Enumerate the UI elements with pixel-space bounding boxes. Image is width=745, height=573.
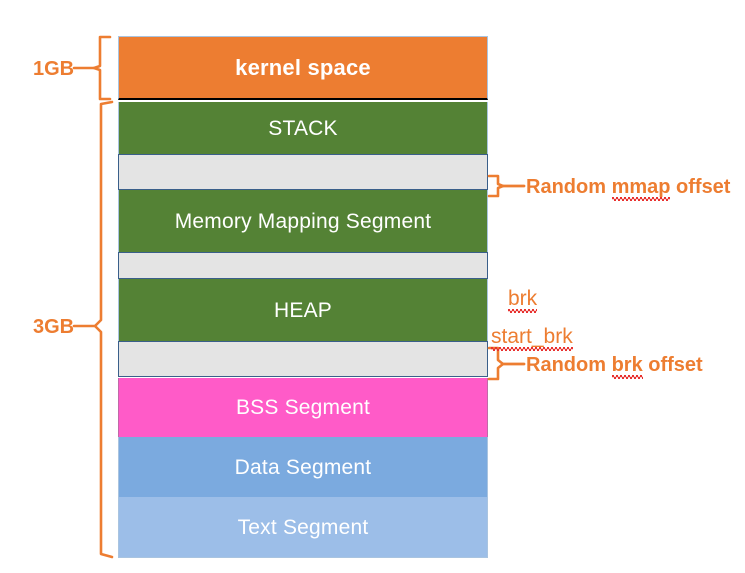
memory-block-text-segment: Text Segment bbox=[118, 497, 488, 558]
bracket-random-mmap-offset bbox=[487, 174, 526, 198]
memory-block-label: STACK bbox=[268, 116, 338, 140]
memory-block-label: kernel space bbox=[235, 54, 371, 80]
bracket-1gb bbox=[72, 35, 112, 101]
annotation-start-brk: start_brk bbox=[491, 325, 573, 351]
memory-block-label: Memory Mapping Segment bbox=[174, 209, 432, 233]
bracket-random-brk-offset bbox=[487, 346, 526, 381]
bracket-3gb bbox=[72, 100, 114, 559]
memory-block-stack: STACK bbox=[118, 102, 488, 154]
memory-block-label: HEAP bbox=[274, 298, 332, 322]
memory-block-label: BSS Segment bbox=[235, 396, 371, 419]
memory-block-kernel-space: kernel space bbox=[118, 36, 488, 100]
memory-block-heap: HEAP bbox=[118, 279, 488, 341]
memory-gap-random-mmap-offset bbox=[118, 154, 488, 190]
memory-block-memory-mapping-segment: Memory Mapping Segment bbox=[118, 190, 488, 252]
label-3gb: 3GB bbox=[33, 316, 75, 338]
memory-gap-random-brk-offset bbox=[118, 341, 488, 377]
memory-block-label: Text Segment bbox=[237, 515, 369, 539]
label-1gb: 1GB bbox=[33, 58, 75, 80]
memory-gap-middle bbox=[118, 252, 488, 279]
memory-block-bss-segment: BSS Segment bbox=[118, 378, 488, 437]
memory-block-label: Data Segment bbox=[234, 455, 372, 479]
annotation-brk: brk bbox=[508, 287, 538, 313]
annotation-random-mmap-offset: Random mmap offset bbox=[526, 176, 731, 201]
misspelled-word: mmap bbox=[611, 176, 671, 201]
annotation-random-brk-offset: Random brk offset bbox=[526, 354, 703, 379]
misspelled-word: brk bbox=[611, 354, 643, 379]
memory-block-data-segment: Data Segment bbox=[118, 437, 488, 497]
